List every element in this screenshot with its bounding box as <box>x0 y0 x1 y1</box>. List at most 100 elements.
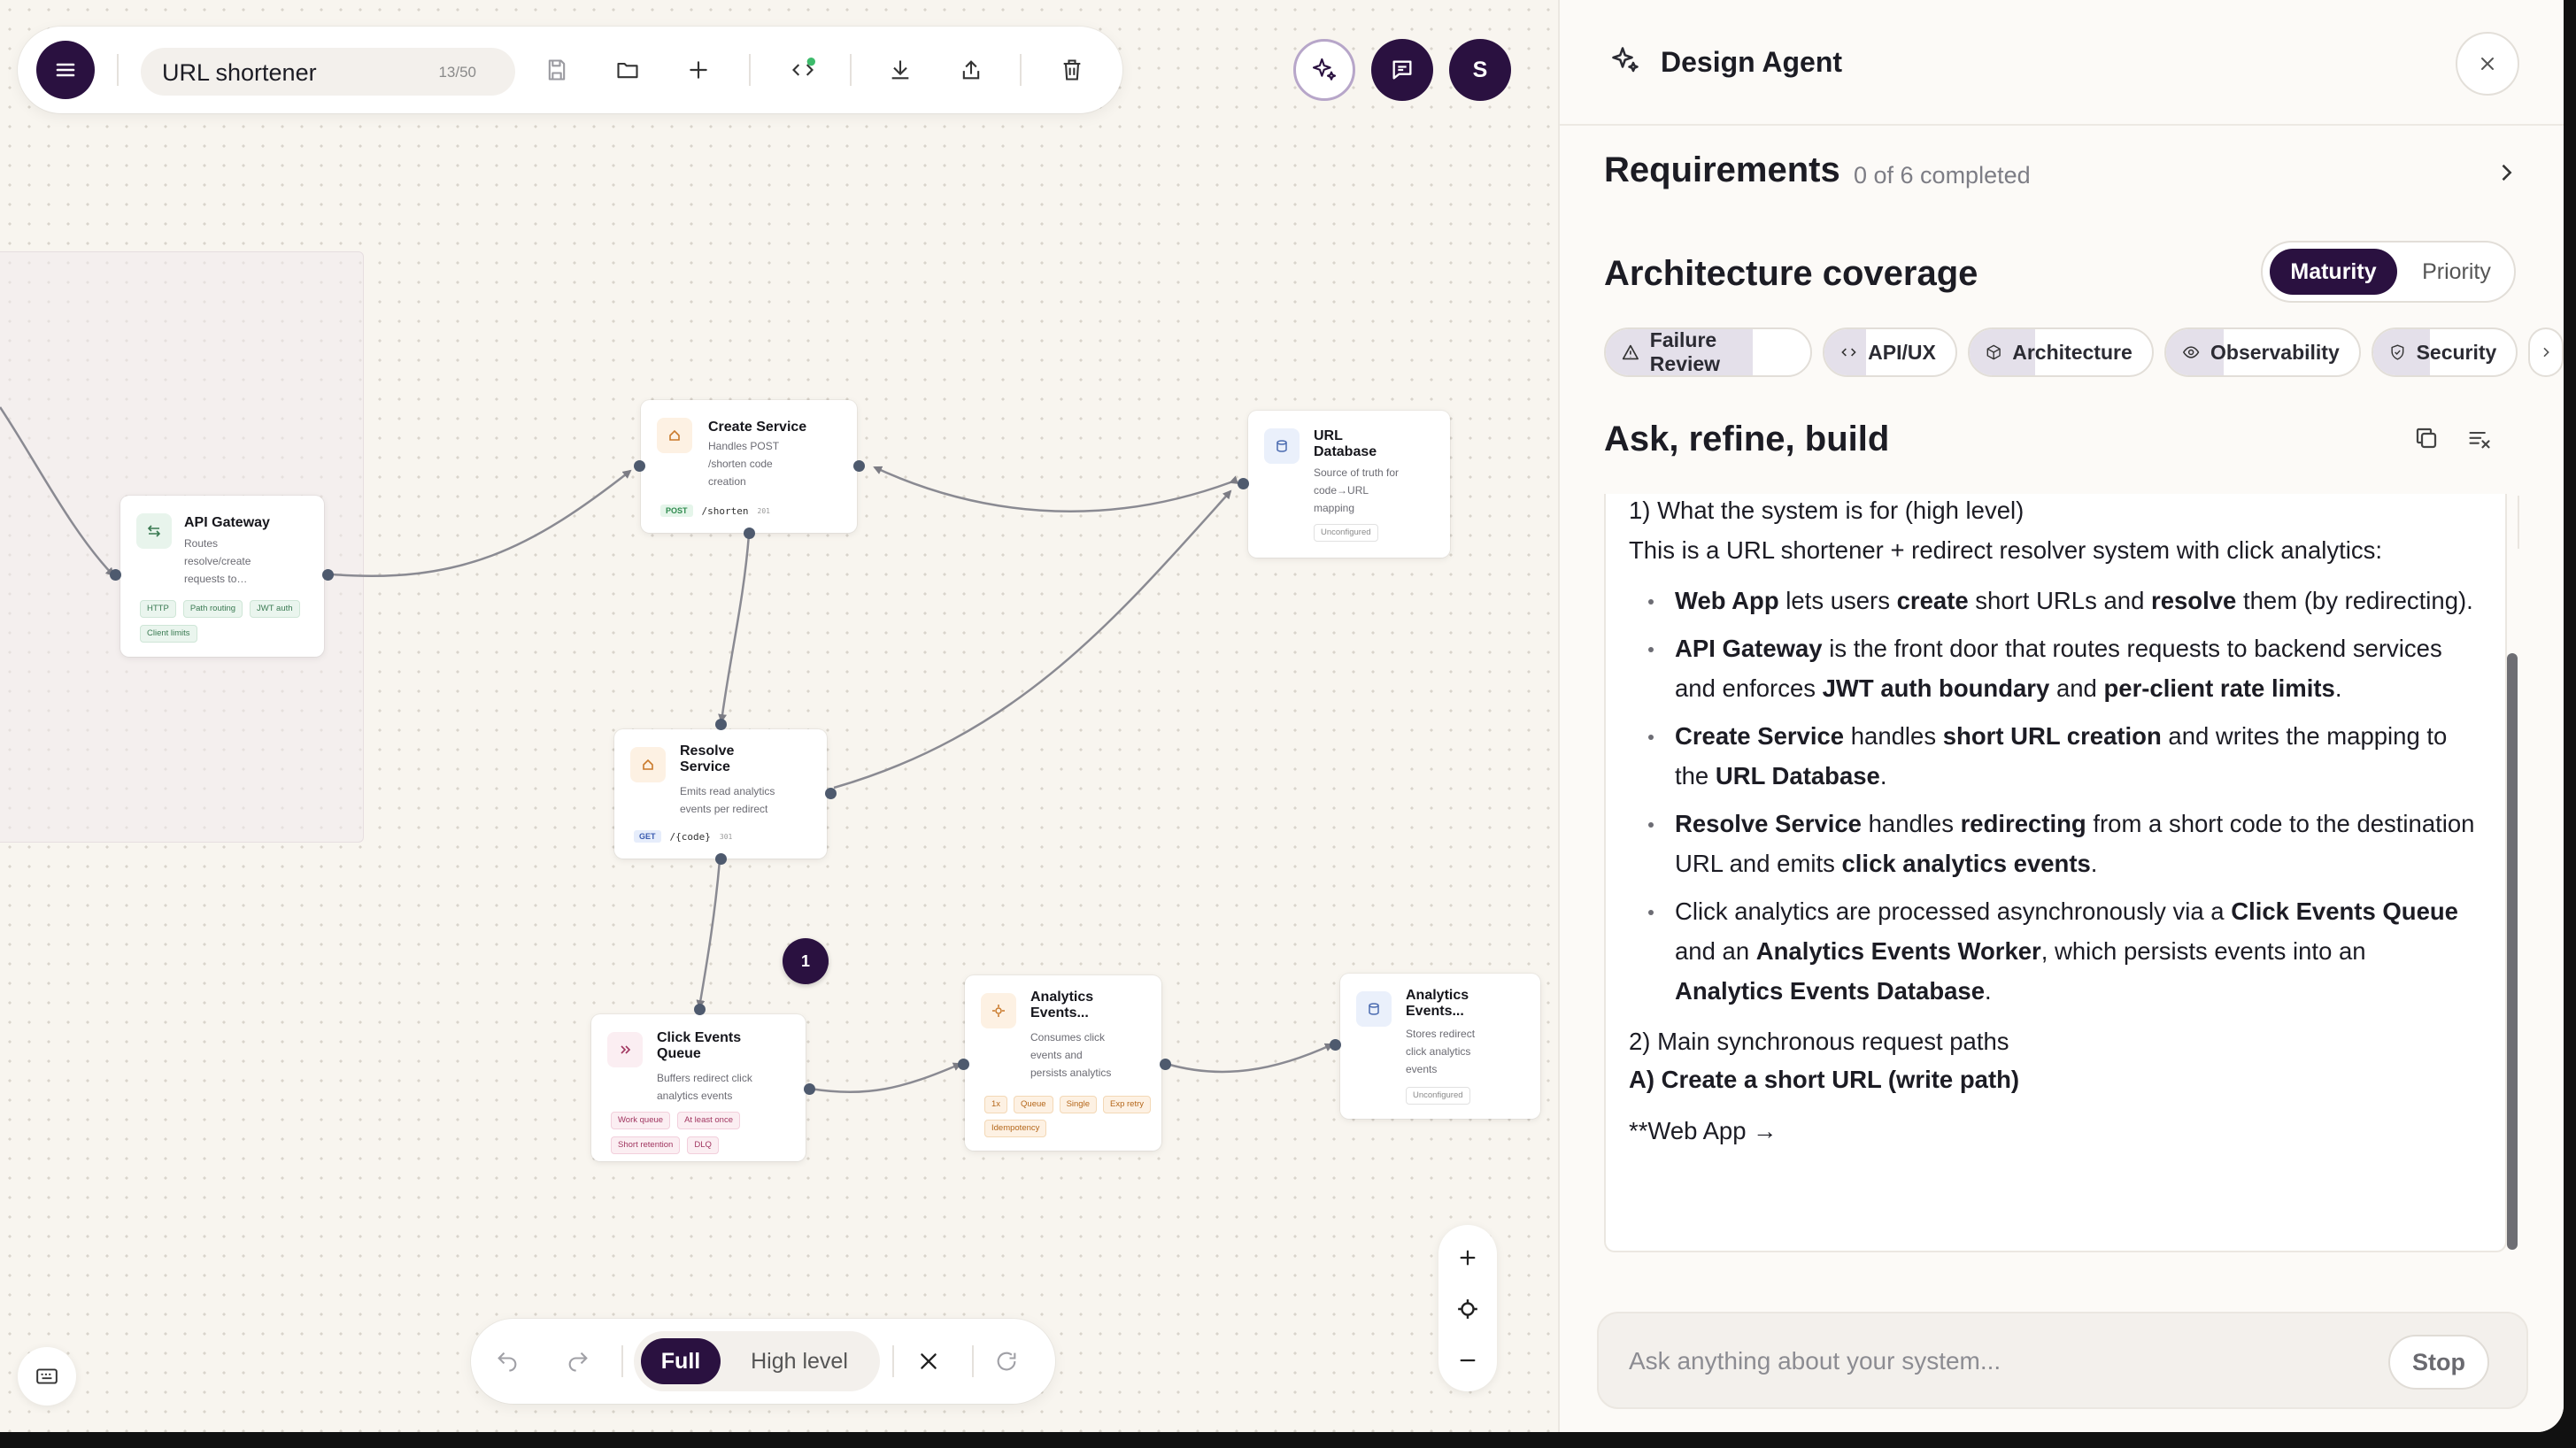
chip-observability[interactable]: Observability <box>2163 327 2361 377</box>
port[interactable] <box>694 1004 706 1015</box>
node-description: Stores redirect click analytics events <box>1406 1028 1476 1075</box>
upload-icon <box>962 60 980 80</box>
port[interactable] <box>634 460 645 472</box>
port[interactable] <box>1238 478 1249 489</box>
download-button[interactable] <box>878 48 922 92</box>
node-create-service[interactable]: Create Service Handles POST /shorten cod… <box>641 400 857 533</box>
port[interactable] <box>715 719 727 730</box>
tag: At least once <box>677 1112 740 1129</box>
mode-full-button[interactable]: Full <box>641 1338 721 1384</box>
port[interactable] <box>825 788 837 799</box>
plus-icon <box>690 61 707 79</box>
port[interactable] <box>804 1083 815 1095</box>
database-icon <box>1356 991 1392 1027</box>
bottom-toolbar: Full High level <box>471 1319 1055 1404</box>
download-icon <box>891 60 909 80</box>
delete-button[interactable] <box>1050 48 1094 92</box>
new-diagram-button[interactable] <box>676 48 721 92</box>
save-button[interactable] <box>535 48 579 92</box>
open-folder-button[interactable] <box>605 48 650 92</box>
clear-chat-icon[interactable] <box>2466 427 2493 451</box>
port[interactable] <box>1330 1039 1341 1051</box>
node-description: Routes resolve/create requests to… <box>184 537 251 585</box>
message-heading: 1) What the system is for (high level) <box>1629 497 2025 524</box>
zoom-in-button[interactable] <box>1446 1236 1490 1280</box>
share-button[interactable] <box>949 48 993 92</box>
node-analytics-database[interactable]: Analytics Events... Stores redirect clic… <box>1340 974 1540 1119</box>
coverage-fill <box>2372 329 2431 375</box>
user-avatar[interactable]: S <box>1449 39 1511 101</box>
reset-button[interactable] <box>984 1339 1029 1383</box>
port[interactable] <box>1160 1059 1171 1070</box>
menu-icon <box>56 63 75 77</box>
comments-button[interactable] <box>1371 39 1433 101</box>
diagram-title-field[interactable]: URL shortener 13/50 <box>141 48 515 96</box>
node-tags: Unconfigured <box>1314 524 1378 542</box>
node-description: Consumes click events and persists analy… <box>1030 1031 1112 1079</box>
list-item: Click analytics are processed asynchrono… <box>1629 891 2479 1011</box>
stop-button[interactable]: Stop <box>2388 1335 2489 1390</box>
port[interactable] <box>744 528 755 539</box>
node-url-database[interactable]: URL Database Source of truth for code→UR… <box>1248 411 1450 558</box>
redo-button[interactable] <box>556 1339 600 1383</box>
port[interactable] <box>853 460 865 472</box>
chip-security[interactable]: Security <box>2371 327 2518 377</box>
close-panel-button[interactable] <box>2456 32 2519 96</box>
assistant-message: 1) What the system is for (high level) T… <box>1604 494 2507 1252</box>
edge-gateway-create <box>331 469 632 578</box>
worker-icon <box>981 993 1016 1028</box>
ai-assistant-button[interactable] <box>1293 39 1355 101</box>
node-resolve-service[interactable]: Resolve Service Emits read analytics eve… <box>614 729 827 859</box>
message-scrollbar[interactable] <box>2507 653 2518 1250</box>
node-click-events-queue[interactable]: Click Events Queue Buffers redirect clic… <box>591 1014 806 1161</box>
maturity-tab[interactable]: Maturity <box>2270 249 2397 295</box>
message-list: Web App lets users create short URLs and… <box>1629 581 2479 1011</box>
node-analytics-worker[interactable]: Analytics Events... Consumes click event… <box>965 975 1161 1151</box>
chip-label: API/UX <box>1868 340 1936 364</box>
edge-webapp-gateway <box>0 406 115 577</box>
copy-icon[interactable] <box>2413 425 2440 451</box>
chips-scroll-right-button[interactable] <box>2528 327 2564 377</box>
node-description: Source of truth for code→URL mapping <box>1314 466 1400 514</box>
fit-view-button[interactable] <box>1446 1287 1490 1331</box>
tag: Unconfigured <box>1406 1087 1470 1105</box>
undo-button[interactable] <box>485 1339 529 1383</box>
port[interactable] <box>110 569 121 581</box>
list-item: Resolve Service handles redirecting from… <box>1629 804 2479 883</box>
clear-canvas-button[interactable] <box>906 1339 951 1383</box>
node-title: API Gateway <box>184 515 270 530</box>
plus-icon <box>1460 1250 1476 1266</box>
diagram-title[interactable]: URL shortener <box>162 59 317 86</box>
divider <box>850 54 852 86</box>
mode-high-level-button[interactable]: High level <box>751 1348 848 1374</box>
undo-icon <box>497 1352 517 1372</box>
warning-icon <box>1622 344 1639 360</box>
message-body: 1) What the system is for (high level) T… <box>1629 494 2479 1151</box>
chip-failure-review[interactable]: Failure Review <box>1604 327 1813 377</box>
port[interactable] <box>715 853 727 865</box>
node-api-gateway[interactable]: API Gateway Routes resolve/create reques… <box>120 496 324 657</box>
trash-icon <box>1063 59 1081 81</box>
port[interactable] <box>958 1059 969 1070</box>
edge-worker-analyticsdb <box>1166 1043 1334 1074</box>
step-badge[interactable]: 1 <box>783 938 829 984</box>
chip-architecture[interactable]: Architecture <box>1967 327 2154 377</box>
gateway-icon <box>136 513 172 549</box>
code-view-button[interactable] <box>781 48 825 92</box>
eye-icon <box>2182 346 2200 358</box>
tag: Client limits <box>140 625 197 643</box>
tag: Work queue <box>611 1112 671 1129</box>
title-char-count: 13/50 <box>438 64 476 81</box>
sparkle-icon <box>1612 47 1639 73</box>
port[interactable] <box>322 569 334 581</box>
chevron-right-icon[interactable] <box>2494 159 2518 186</box>
requirements-heading[interactable]: Requirements <box>1604 150 1840 189</box>
priority-tab[interactable]: Priority <box>2422 258 2491 284</box>
chip-api-ux[interactable]: API/UX <box>1823 327 1957 377</box>
zoom-out-button[interactable] <box>1446 1338 1490 1383</box>
diagram-canvas[interactable]: API Gateway Routes resolve/create reques… <box>0 0 1558 1432</box>
keyboard-shortcuts-button[interactable] <box>18 1347 76 1406</box>
chat-input[interactable]: Ask anything about your system... <box>1629 1347 2001 1375</box>
menu-button[interactable] <box>36 41 95 99</box>
status-code: 201 <box>757 506 770 515</box>
